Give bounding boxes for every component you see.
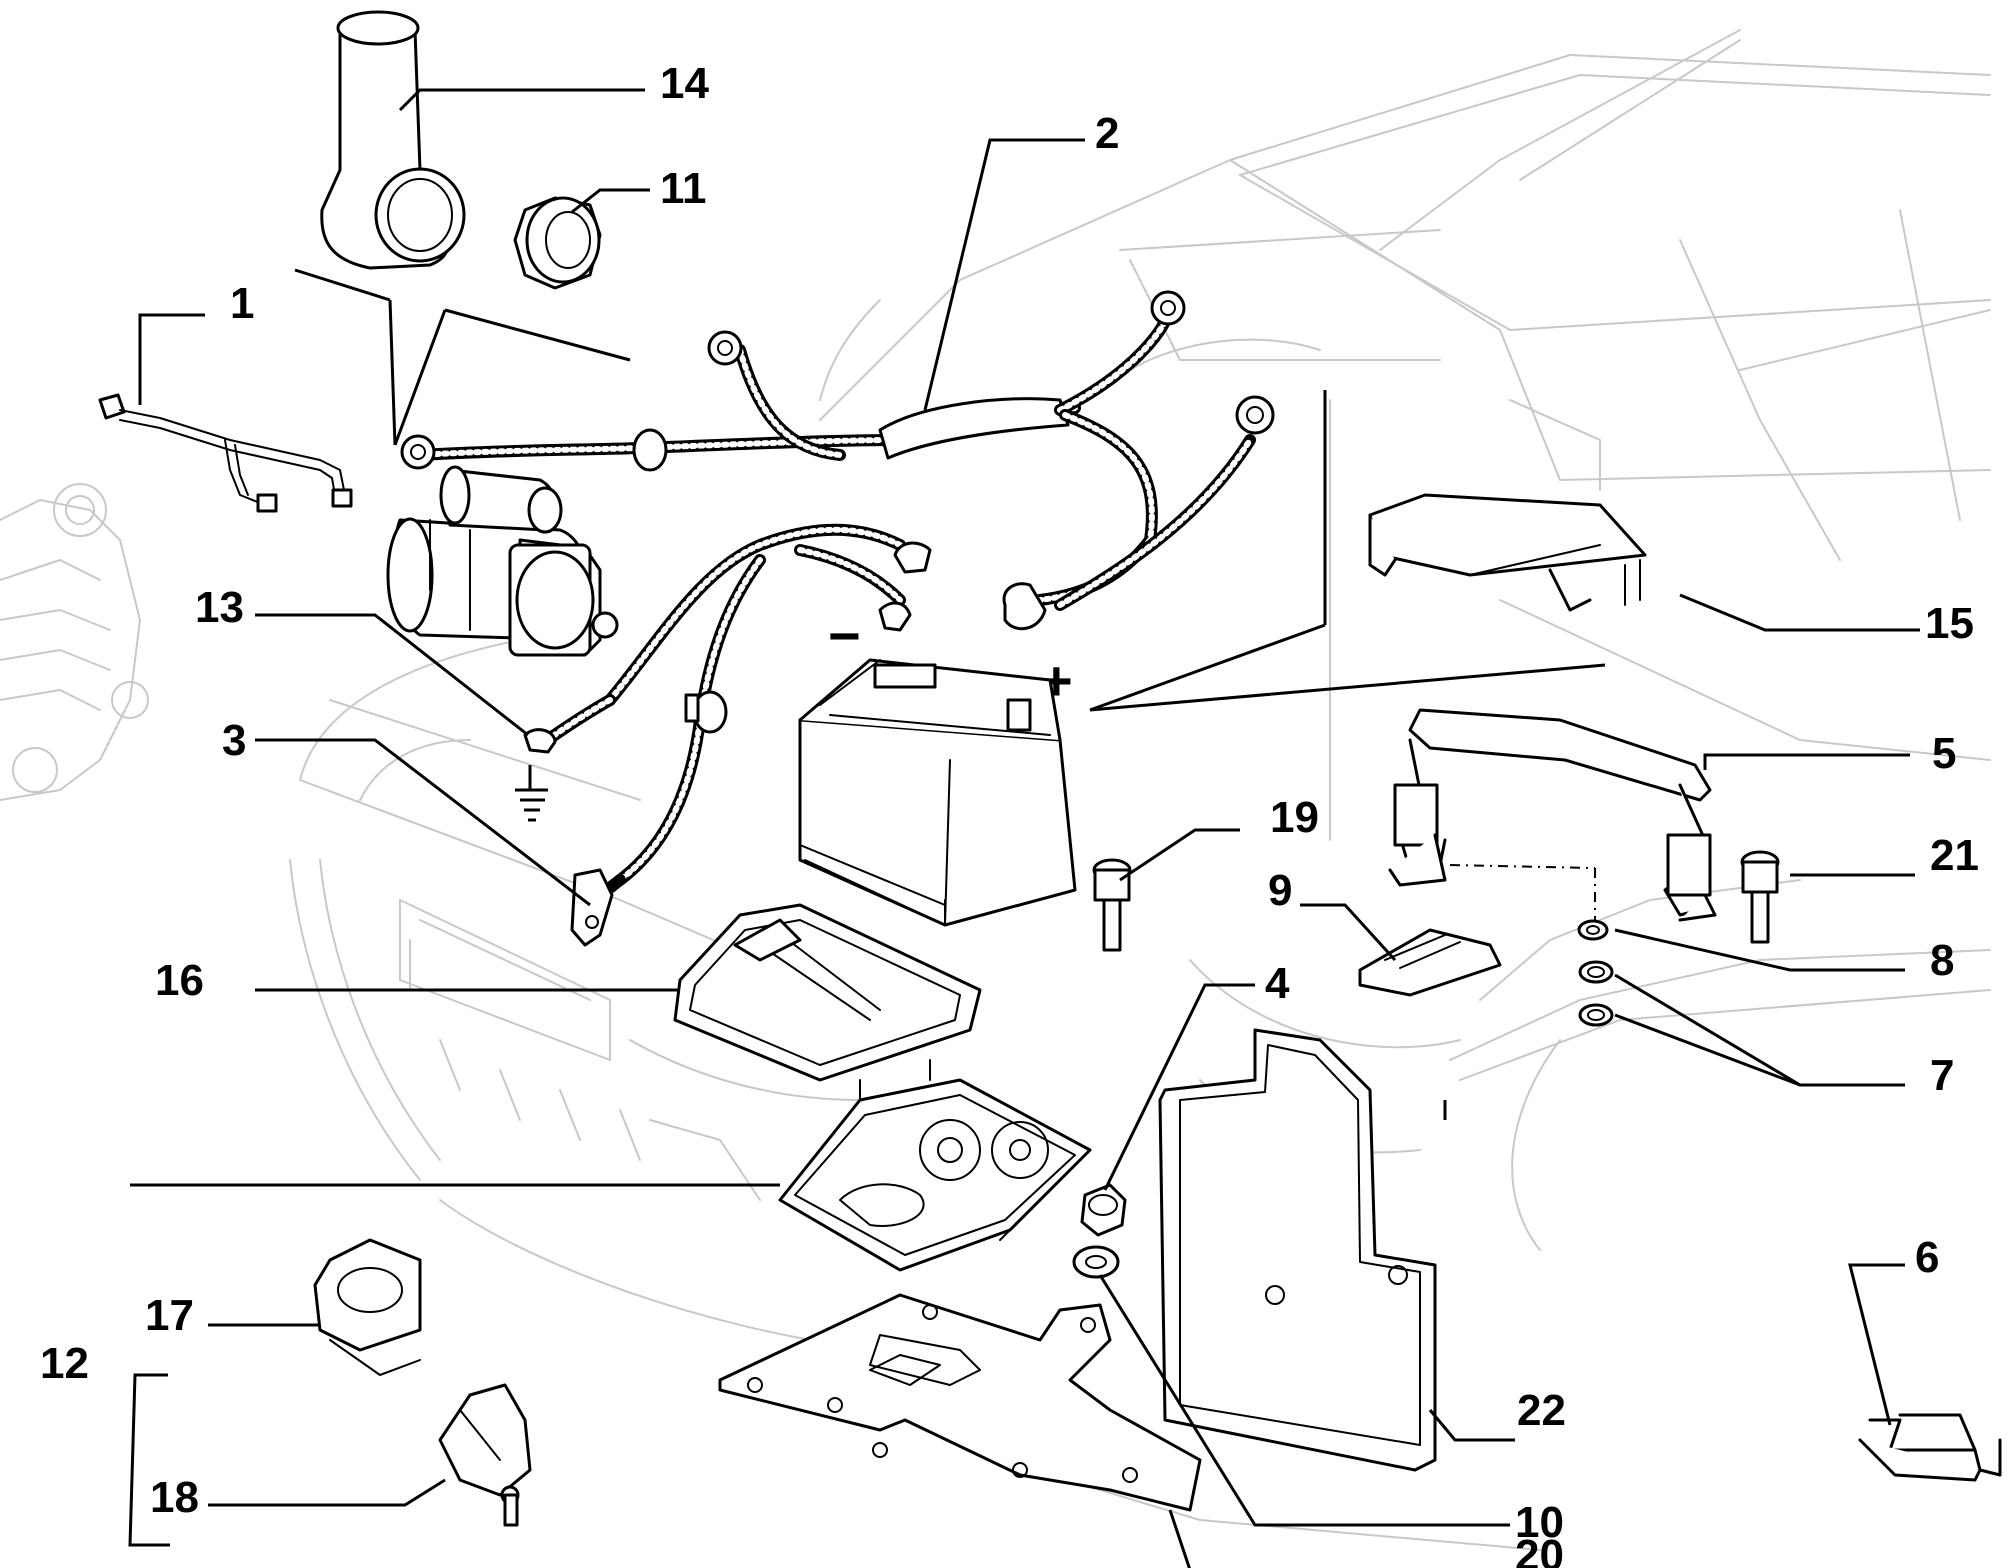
callout-19: 19 (1270, 793, 1319, 842)
callout-21: 21 (1930, 831, 1979, 880)
callout-17: 17 (145, 1291, 194, 1340)
part-22-insulation-panel (1158, 1028, 1437, 1472)
part-19-bolt (1092, 858, 1132, 952)
part-18-clip (438, 1383, 532, 1527)
part-21-bolt (1740, 850, 1780, 944)
car-body-outline (289, 29, 1991, 1551)
callout-4: 4 (1265, 959, 1290, 1008)
part-1-wire-lead (98, 393, 353, 513)
callout-12: 12 (40, 1339, 89, 1388)
callout-13: 13 (195, 583, 244, 632)
alternator-background (0, 483, 149, 801)
part-12-battery-base (778, 1059, 1092, 1272)
part-6-bracket (1858, 1413, 2002, 1482)
part-20-mounting-plate (718, 1293, 1202, 1512)
callout-15: 15 (1925, 599, 1974, 648)
part-14-air-duct (320, 10, 466, 270)
part-5-hold-down-strap (1388, 708, 1717, 922)
callout-22: 22 (1517, 1386, 1566, 1435)
part-11-grommet (513, 196, 602, 290)
part-8-washer (1577, 919, 1609, 941)
part-9-clamp (1358, 928, 1502, 997)
harness-outline-lines (294, 268, 1606, 712)
callout-18: 18 (150, 1473, 199, 1522)
part-15-terminal-cover (1368, 493, 1647, 612)
callout-10: 10 (1515, 1498, 1564, 1547)
callout-7: 7 (1930, 1051, 1954, 1100)
callout-3: 3 (222, 716, 246, 765)
callout-1: 1 (230, 279, 254, 328)
harness-terminals (400, 290, 1275, 947)
part-7-spacers (1578, 960, 1614, 1027)
callout-8: 8 (1930, 936, 1954, 985)
part-10-washer (1072, 1245, 1120, 1279)
minus-symbol: − (828, 604, 861, 667)
part-2-main-harness (414, 304, 1256, 916)
callout-20: 20 (1515, 1531, 1564, 1568)
callout-5: 5 (1932, 729, 1956, 778)
leader-lines (128, 88, 1920, 1568)
callout-2: 2 (1095, 109, 1119, 158)
callout-9: 9 (1268, 866, 1292, 915)
callout-14: 14 (660, 59, 709, 108)
starter-motor (386, 465, 619, 657)
part-16-battery-frame (673, 903, 982, 1082)
callout-labels: 1 2 3 4 5 6 7 8 9 10 11 12 13 14 15 16 1… (40, 59, 1979, 1568)
callout-16: 16 (155, 956, 204, 1005)
part-17-clip (313, 1238, 422, 1376)
callout-11: 11 (660, 164, 707, 213)
ground-symbol (515, 765, 548, 822)
battery (798, 658, 1077, 927)
part-4-nut (1080, 1183, 1127, 1237)
callout-6: 6 (1915, 1233, 1939, 1282)
